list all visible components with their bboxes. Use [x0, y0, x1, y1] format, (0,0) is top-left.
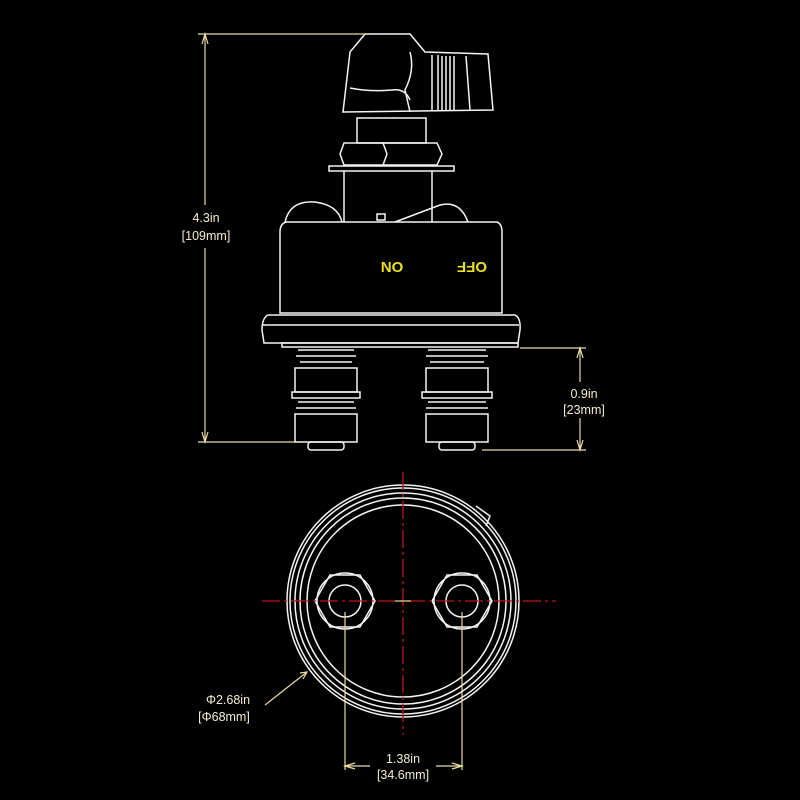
collar [356, 117, 427, 144]
stem [343, 171, 433, 222]
terminal-right [421, 349, 493, 451]
terminal-imperial: 0.9in [570, 387, 597, 401]
washer [328, 165, 455, 172]
terminal-left [291, 349, 361, 451]
dome-left [284, 201, 343, 223]
terminal-metric: [23mm] [563, 403, 605, 417]
spacing-metric: [34.6mm] [377, 768, 429, 782]
spacing-dimension: 1.38in [34.6mm] [342, 612, 465, 782]
on-marking: ON [381, 258, 404, 275]
terminal-dimension: 0.9in [23mm] [482, 345, 605, 453]
base-plate [281, 342, 519, 348]
knob [342, 33, 494, 113]
off-marking: OFF [457, 258, 487, 275]
height-metric: [109mm] [182, 229, 231, 243]
side-view: ON OFF 4.3in [109mm] [182, 31, 605, 453]
spacing-imperial: 1.38in [386, 752, 420, 766]
bottom-view: Φ2.68in [Φ68mm] 1.38in [34.6mm] [198, 472, 556, 782]
lever [394, 203, 469, 223]
height-dimension: 4.3in [109mm] [182, 31, 370, 445]
height-imperial: 4.3in [192, 211, 219, 225]
diameter-metric: [Φ68mm] [198, 710, 250, 724]
pin [376, 213, 386, 221]
diameter-imperial: Φ2.68in [206, 693, 250, 707]
diameter-dimension: Φ2.68in [Φ68mm] [198, 671, 309, 724]
flange [261, 314, 521, 344]
hex-nut [339, 142, 443, 166]
switch-body [279, 221, 503, 314]
tab [475, 505, 491, 527]
